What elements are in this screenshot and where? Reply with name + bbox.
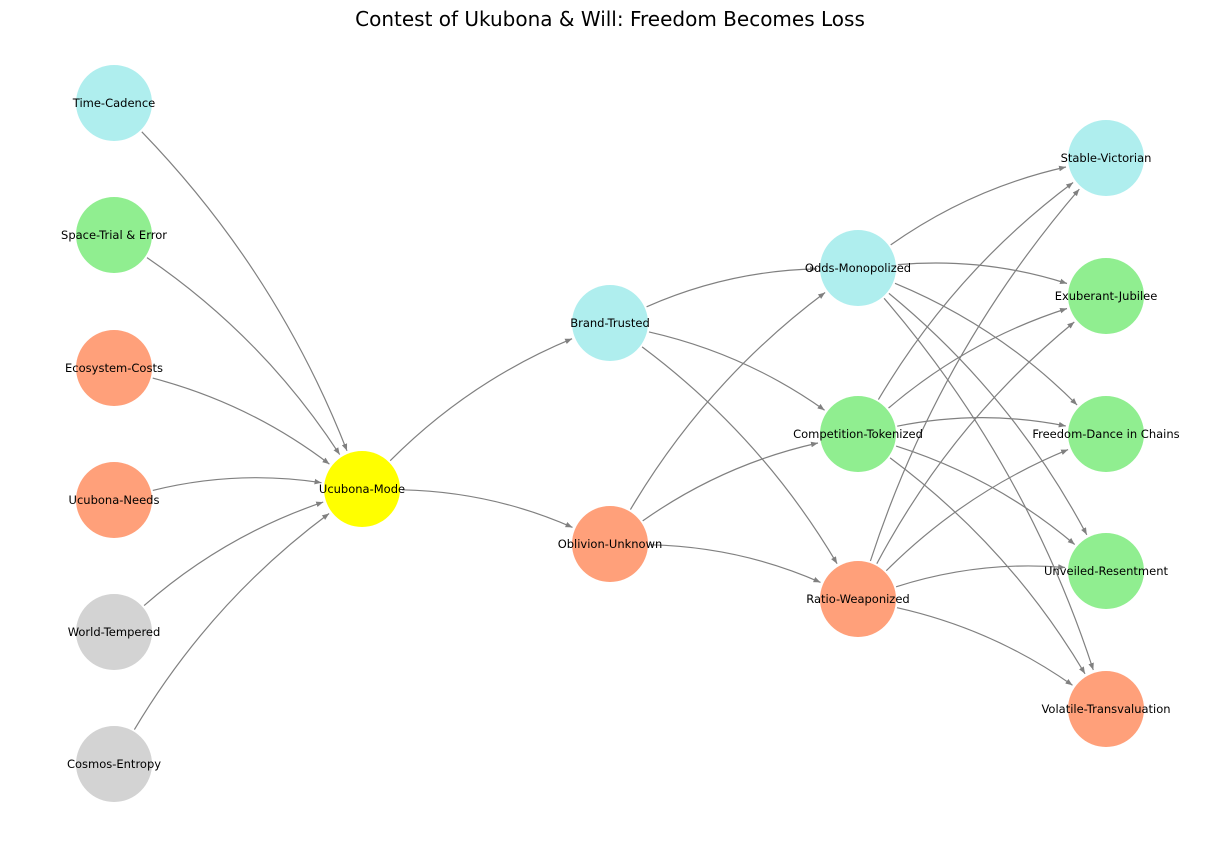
edge-oblivion-to-odds <box>629 292 826 510</box>
node-unveiled-circle <box>1068 533 1144 609</box>
node-world-label: World-Tempered <box>68 625 161 639</box>
edge-odds-to-freedom <box>894 282 1078 406</box>
node-volatile-circle <box>1068 671 1144 747</box>
node-exuberant-circle <box>1068 258 1144 334</box>
edge-oblivion-to-ratio <box>649 544 821 583</box>
edge-time-to-mode <box>141 131 348 452</box>
edge-needs-to-mode <box>152 477 322 491</box>
edge-mode-to-brand <box>389 338 573 462</box>
edge-odds-to-exuberant <box>897 262 1068 285</box>
node-ratio: Ratio-Weaponized <box>806 561 910 637</box>
node-competition-label: Competition-Tokenized <box>793 427 923 441</box>
node-exuberant: Exuberant-Jubilee <box>1055 258 1158 334</box>
node-oblivion-circle <box>572 506 648 582</box>
edge-brand-to-odds <box>646 266 818 308</box>
node-ecosystem: Ecosystem-Costs <box>65 330 163 406</box>
node-oblivion: Oblivion-Unknown <box>558 506 663 582</box>
node-unveiled-label: Unveiled-Resentment <box>1044 564 1168 578</box>
node-needs-circle <box>76 462 152 538</box>
node-volatile-label: Volatile-Transvaluation <box>1041 702 1170 716</box>
node-ecosystem-circle <box>76 330 152 406</box>
edge-odds-to-unveiled <box>888 292 1088 536</box>
edge-ratio-to-unveiled <box>895 564 1066 588</box>
node-space-circle <box>76 197 152 273</box>
node-unveiled: Unveiled-Resentment <box>1044 533 1168 609</box>
node-ratio-label: Ratio-Weaponized <box>806 592 909 606</box>
node-time: Time-Cadence <box>72 65 155 141</box>
node-odds-circle <box>820 230 896 306</box>
node-odds: Odds-Monopolized <box>805 230 911 306</box>
node-brand: Brand-Trusted <box>570 285 650 361</box>
node-competition-circle <box>820 396 896 472</box>
edge-space-to-mode <box>146 257 341 455</box>
node-odds-label: Odds-Monopolized <box>805 261 911 275</box>
edge-mode-to-oblivion <box>401 489 573 528</box>
node-cosmos-label: Cosmos-Entropy <box>67 757 161 771</box>
edge-ratio-to-volatile <box>896 607 1073 686</box>
edge-oblivion-to-competition <box>642 441 819 522</box>
node-space: Space-Trial & Error <box>61 197 167 273</box>
node-oblivion-label: Oblivion-Unknown <box>558 537 663 551</box>
node-freedom: Freedom-Dance in Chains <box>1032 396 1180 472</box>
edge-competition-to-volatile <box>889 457 1086 675</box>
node-mode: Ucubona-Mode <box>319 451 405 527</box>
edge-brand-to-competition <box>648 331 825 411</box>
node-volatile: Volatile-Transvaluation <box>1041 671 1171 747</box>
node-time-circle <box>76 65 152 141</box>
edge-competition-to-unveiled <box>895 445 1076 545</box>
node-world-circle <box>76 594 152 670</box>
node-exuberant-label: Exuberant-Jubilee <box>1055 289 1158 303</box>
node-cosmos-circle <box>76 726 152 802</box>
edge-ecosystem-to-mode <box>152 377 330 465</box>
edge-world-to-mode <box>143 501 324 607</box>
edge-competition-to-freedom <box>897 417 1066 428</box>
node-needs-label: Ucubona-Needs <box>69 493 160 507</box>
node-time-label: Time-Cadence <box>72 96 155 110</box>
edge-ratio-to-exuberant <box>876 321 1075 564</box>
node-mode-circle <box>324 451 400 527</box>
edge-ratio-to-stable <box>869 188 1080 562</box>
edges-layer <box>133 131 1094 730</box>
node-brand-label: Brand-Trusted <box>570 316 650 330</box>
node-world: World-Tempered <box>68 594 161 670</box>
edge-odds-to-stable <box>890 165 1067 246</box>
edge-brand-to-ratio <box>641 346 838 565</box>
edge-cosmos-to-mode <box>133 513 330 730</box>
node-freedom-circle <box>1068 396 1144 472</box>
node-competition: Competition-Tokenized <box>793 396 923 472</box>
node-freedom-label: Freedom-Dance in Chains <box>1032 427 1179 441</box>
edge-competition-to-stable <box>877 182 1074 400</box>
node-needs: Ucubona-Needs <box>69 462 160 538</box>
node-stable-circle <box>1068 120 1144 196</box>
nodes-layer: Cosmos-Entropy World-Tempered Ucubona-Need… <box>61 65 1180 802</box>
node-stable-label: Stable-Victorian <box>1061 151 1152 165</box>
edge-odds-to-volatile <box>883 297 1094 671</box>
node-space-label: Space-Trial & Error <box>61 228 167 242</box>
edge-competition-to-exuberant <box>888 307 1068 409</box>
node-ecosystem-label: Ecosystem-Costs <box>65 361 163 375</box>
edge-ratio-to-freedom <box>885 449 1069 572</box>
node-brand-circle <box>572 285 648 361</box>
diagram-title: Contest of Ukubona & Will: Freedom Becom… <box>355 7 865 31</box>
node-mode-label: Ucubona-Mode <box>319 482 405 496</box>
node-ratio-circle <box>820 561 896 637</box>
node-stable: Stable-Victorian <box>1061 120 1152 196</box>
node-cosmos: Cosmos-Entropy <box>67 726 161 802</box>
